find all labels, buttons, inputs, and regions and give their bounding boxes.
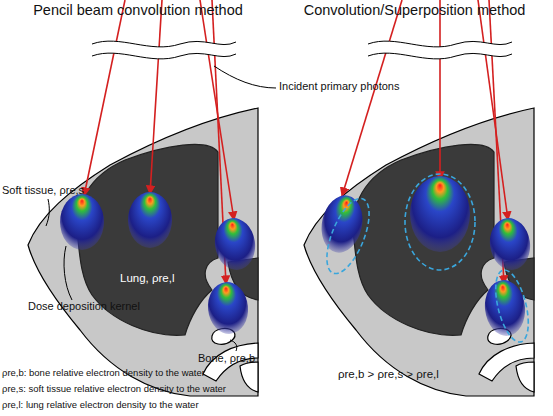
scaled-kernel-outline	[489, 267, 534, 346]
leader-line	[46, 199, 49, 226]
photon-beam-arrow	[478, 0, 508, 220]
photon-beam-arrow	[342, 0, 402, 196]
dose-kernel	[316, 191, 367, 256]
dose-kernel	[212, 215, 259, 272]
break-symbol	[92, 41, 236, 59]
scaled-kernel-outline	[405, 174, 475, 270]
dose-kernel	[60, 194, 104, 250]
photon-beam-arrow	[439, 0, 441, 180]
dose-kernel	[205, 280, 250, 336]
panel-heading: Convolution/Superposition method	[276, 2, 553, 19]
break-line	[92, 41, 236, 47]
text-label: Soft tissue, ρre,s	[2, 184, 84, 197]
leader-line	[214, 66, 276, 88]
bone-vertebra	[240, 362, 258, 392]
break-line	[368, 41, 512, 47]
break-band	[92, 41, 236, 59]
bone-vertebra	[516, 362, 534, 392]
break-band	[368, 41, 512, 59]
torso-section	[304, 108, 534, 396]
break-line	[368, 53, 512, 59]
soft-tissue-body	[304, 108, 534, 396]
text-label: ρre,l: lung relative electron density to…	[2, 400, 199, 411]
text-label: Bone, ρre,b	[198, 352, 255, 365]
leader-line	[230, 340, 237, 351]
break-line	[92, 53, 236, 59]
text-label: ρre,b: bone relative electron density to…	[2, 368, 205, 379]
lung-region	[353, 144, 494, 335]
text-label: ρre,s: soft tissue relative electron den…	[2, 384, 226, 395]
dose-kernel	[410, 176, 470, 252]
photon-beam-arrow	[150, 0, 162, 194]
scaled-kernel-outline	[318, 193, 378, 279]
panel-heading: Pencil beam convolution method	[0, 2, 276, 19]
break-symbol	[368, 41, 512, 59]
dose-kernel	[128, 192, 172, 248]
text-label: Lung, ρre,l	[120, 272, 175, 285]
leader-line	[64, 246, 72, 300]
photon-beam-arrow	[84, 0, 125, 196]
text-label: Dose deposition kernel	[28, 300, 140, 313]
text-label: ρre,b > ρre,s > ρre,l	[338, 368, 439, 381]
dose-kernel	[487, 215, 534, 272]
text-label: Incident primary photons	[279, 80, 399, 93]
